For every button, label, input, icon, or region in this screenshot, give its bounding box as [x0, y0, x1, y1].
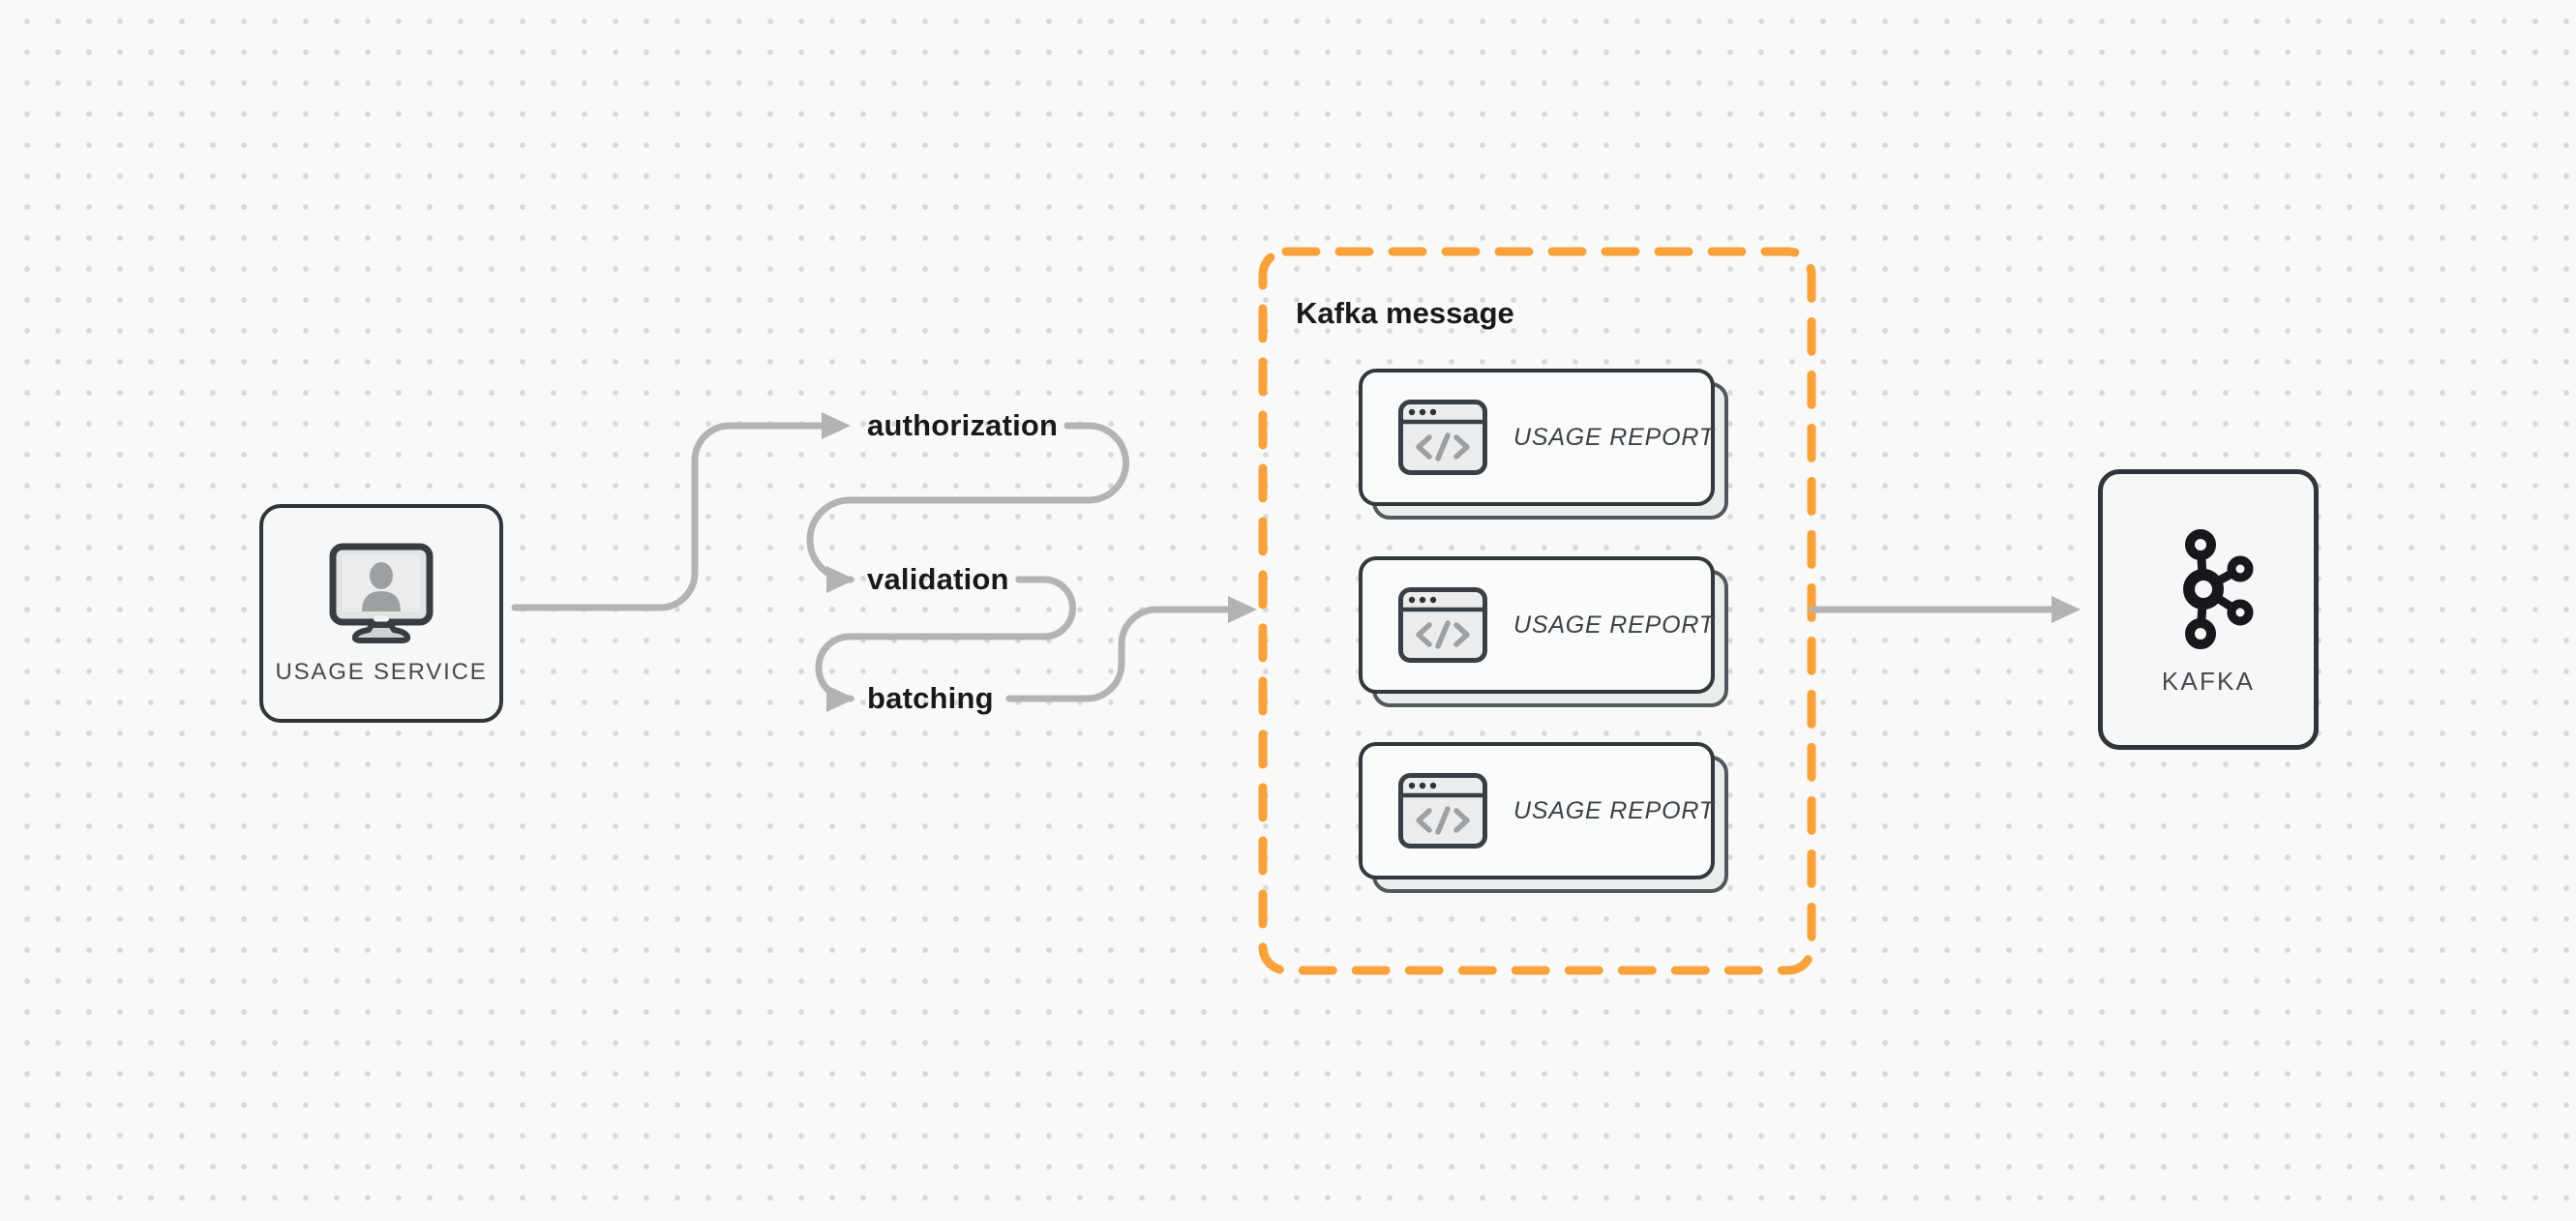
kafka-label: KAFKA [2161, 666, 2256, 696]
arrowhead-batching [826, 685, 855, 712]
connector-authorization-to-validation [806, 422, 1129, 583]
code-window-icon [1398, 400, 1487, 475]
user-monitor-icon [329, 543, 434, 643]
step-label-validation: validation [867, 562, 1009, 596]
usage-report-card: USAGE REPORT [1359, 369, 1728, 520]
usage-service-label: USAGE SERVICE [275, 659, 488, 685]
arrowhead-group [1228, 596, 1257, 623]
arrowhead-kafka [2052, 596, 2081, 623]
usage-report-card: USAGE REPORT [1359, 742, 1728, 893]
usage-report-label: USAGE REPORT [1513, 610, 1715, 639]
connector-usage-to-authorization [511, 422, 825, 611]
kafka-message-group-title: Kafka message [1296, 296, 1514, 330]
code-window-icon [1398, 773, 1487, 849]
step-label-batching: batching [867, 681, 994, 715]
connector-batching-to-group [1005, 606, 1232, 702]
code-window-icon [1398, 587, 1487, 663]
kafka-node: KAFKA [2098, 469, 2319, 750]
kafka-logo-icon [2183, 528, 2254, 649]
arrowhead-validation [826, 566, 855, 593]
usage-report-card: USAGE REPORT [1359, 556, 1728, 707]
usage-service-node: USAGE SERVICE [259, 504, 503, 723]
usage-report-label: USAGE REPORT [1513, 796, 1715, 824]
arrowhead-authorization [822, 412, 851, 439]
step-label-authorization: authorization [867, 408, 1059, 442]
usage-report-label: USAGE REPORT [1513, 423, 1715, 451]
